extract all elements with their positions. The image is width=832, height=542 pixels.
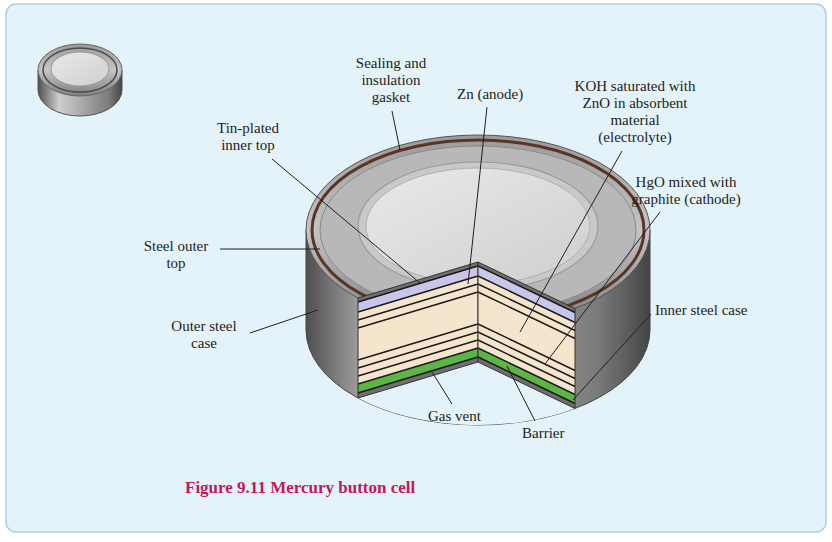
button-cell-body (306, 135, 650, 425)
part-label: Tin-plated inner top (208, 120, 288, 154)
leader-line (220, 249, 320, 250)
part-label: HgO mixed with graphite (cathode) (622, 174, 750, 208)
layer-line (358, 357, 478, 393)
layer-line (358, 284, 478, 320)
layer-line (478, 348, 575, 395)
cut-face (478, 262, 575, 409)
layer-line (478, 284, 575, 331)
face-outline (358, 262, 478, 398)
layer-band (478, 348, 575, 404)
part-label: Sealing and insulation gasket (345, 55, 437, 106)
part-label: Gas vent (428, 408, 481, 425)
part-label: Inner steel case (655, 302, 747, 319)
leader-line (573, 314, 651, 400)
leader-line (392, 111, 400, 150)
part-label: KOH saturated with ZnO in absorbent mate… (572, 78, 698, 146)
cut-face (358, 262, 478, 398)
layer-line (358, 340, 478, 376)
leader-line (507, 366, 535, 421)
layer-line (478, 266, 575, 313)
panel-ground (6, 4, 826, 532)
cutaway-layers (358, 262, 575, 409)
layer-line (478, 357, 575, 404)
leader-line (272, 159, 420, 283)
layer-band (478, 357, 575, 409)
layer-line (358, 324, 478, 360)
leader-line (250, 310, 318, 333)
leader-line (545, 212, 660, 364)
layer-line (358, 292, 478, 328)
part-label: Zn (anode) (457, 86, 523, 103)
layer-line (358, 348, 478, 384)
part-label: Outer steel case (162, 318, 246, 352)
leader-line (520, 151, 622, 332)
layer-line (358, 266, 478, 302)
leader-lines (220, 107, 660, 421)
leader-line (468, 107, 487, 284)
small-cell-icon (38, 44, 122, 116)
part-label: Barrier (522, 425, 564, 442)
face-outline (478, 262, 575, 409)
figure-caption: Figure 9.11 Mercury button cell (185, 478, 415, 498)
part-label: Steel outer top (135, 238, 217, 272)
leader-line (432, 372, 452, 404)
